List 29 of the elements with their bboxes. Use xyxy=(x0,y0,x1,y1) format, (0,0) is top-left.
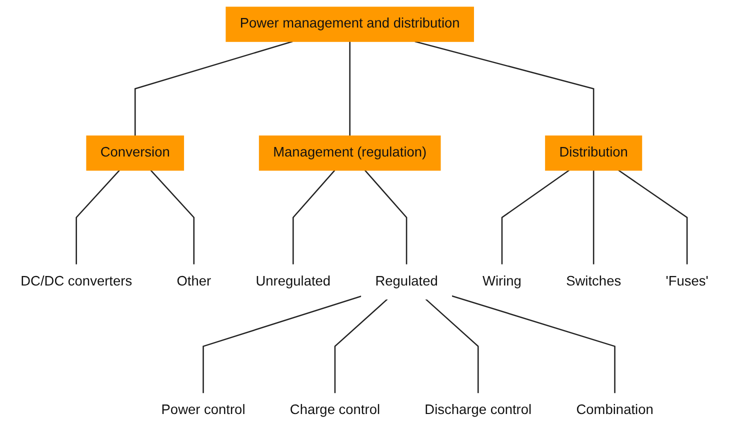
node-box: Power management and distribution xyxy=(226,6,474,42)
node-text: Other xyxy=(176,274,212,289)
node-text: Wiring xyxy=(482,274,522,289)
connector xyxy=(451,295,616,394)
connector xyxy=(592,170,594,265)
node-text: 'Fuses' xyxy=(666,274,708,289)
node-text: Power control xyxy=(161,402,246,418)
node-text: Discharge control xyxy=(424,402,532,418)
node-box: Conversion xyxy=(86,136,184,171)
node-text: Charge control xyxy=(290,402,380,418)
connector xyxy=(349,41,350,136)
connector xyxy=(414,40,594,136)
connector xyxy=(618,170,688,265)
node-box: Distribution xyxy=(545,136,642,171)
connector xyxy=(202,296,362,394)
connector xyxy=(334,298,388,394)
connector xyxy=(292,170,336,265)
connector xyxy=(364,170,408,265)
connector xyxy=(134,40,293,136)
node-text: Regulated xyxy=(375,274,438,289)
connector xyxy=(501,170,570,265)
node-box: Management (regulation) xyxy=(258,136,441,171)
connector xyxy=(76,170,120,265)
node-text: DC/DC converters xyxy=(20,274,132,289)
node-text: Combination xyxy=(576,402,654,418)
connector xyxy=(150,170,195,265)
node-text: Switches xyxy=(566,274,622,289)
node-text: Unregulated xyxy=(256,274,331,289)
connector xyxy=(425,298,479,394)
